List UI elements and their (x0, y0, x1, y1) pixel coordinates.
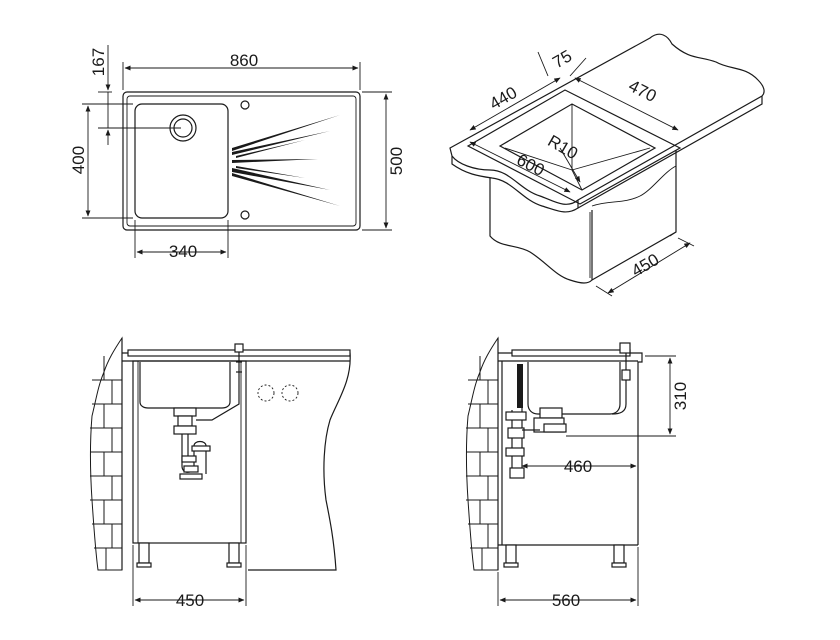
front-view: 450 (90, 336, 351, 610)
dim-bowl-height-label: 400 (69, 146, 88, 174)
side-view: 310 460 560 (466, 336, 690, 610)
dim-cabinet-depth-label: 560 (552, 591, 580, 610)
brick-wall-side (466, 336, 499, 571)
dim-cabinet-iso-label: 450 (628, 250, 662, 281)
bowl-side (527, 362, 621, 415)
brick-wall-front (90, 336, 123, 571)
drainer-grooves (232, 115, 340, 206)
dim-width-label: 860 (230, 51, 258, 70)
cabinet-iso (489, 178, 593, 284)
dim-depth-label: 310 (671, 382, 690, 410)
countertop-front (122, 352, 351, 571)
dim-offset-label: 167 (89, 48, 108, 76)
siphon-front (173, 407, 211, 480)
dim-bowl-width-label: 340 (169, 242, 197, 261)
dim-rim-label: 75 (549, 46, 575, 72)
dim-cutout-label: 600 (514, 150, 548, 180)
cutout-circle (281, 384, 299, 402)
bowl-front (139, 362, 231, 409)
sink-top-outline (122, 91, 361, 231)
cutout-circle (257, 384, 275, 402)
dim-bowl-depth-label: 470 (626, 76, 660, 106)
dim-radius-label: R10 (544, 131, 581, 163)
tap-hole (240, 100, 250, 110)
dim-total-height-label: 500 (387, 147, 406, 175)
tap-hole (240, 210, 250, 220)
top-view: 860 167 400 500 340 (69, 45, 406, 261)
dim-cabinet-width-label: 450 (176, 591, 204, 610)
bowl-top (134, 103, 229, 219)
drain-pipe-side (505, 364, 567, 479)
iso-view: 440 75 470 R10 600 450 (449, 33, 765, 297)
dim-drain-label: 460 (564, 457, 592, 476)
dim-bowl-length-label: 440 (486, 83, 520, 114)
cabinet-front (132, 360, 247, 544)
